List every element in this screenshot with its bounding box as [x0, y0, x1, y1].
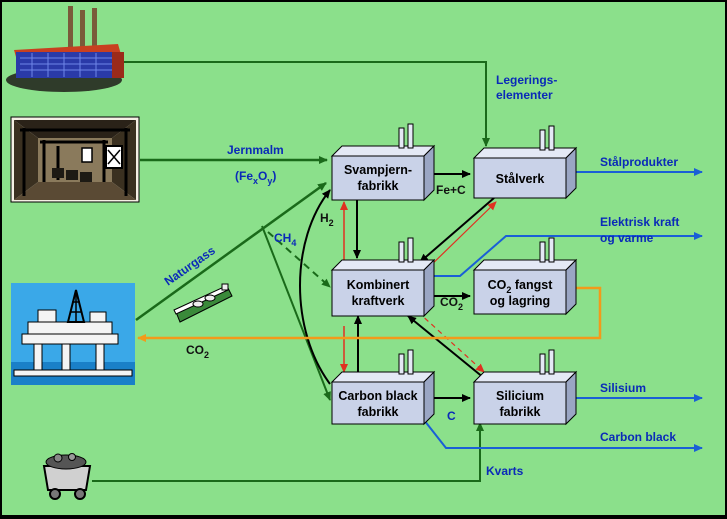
tanker-ship-icon [173, 283, 233, 323]
arrow-stalverk-kraftverk [419, 197, 495, 263]
arrow-ch4-carbon-black [261, 225, 331, 401]
arrow-co2-return [137, 286, 602, 342]
label-c: C [447, 409, 456, 423]
output-stalprodukter: Stålprodukter [600, 155, 678, 169]
mine-icon [10, 116, 140, 203]
box-carbon-black-line2: fabrikk [358, 405, 399, 419]
label-ch4: CH4 [274, 231, 296, 248]
box-svampjern-line1: Svampjern- [344, 163, 412, 177]
label-kvarts: Kvarts [486, 464, 524, 478]
arrow-natural-gas [135, 181, 327, 322]
box-carbon-black-fabrikk: Carbon black fabrikk [330, 349, 436, 426]
arrow-kraftverk-stalverk [423, 201, 497, 273]
box-carbon-black-line1: Carbon black [338, 389, 417, 403]
arrow-silicium-kraftverk [407, 315, 485, 379]
label-legerings-line1: Legerings- [496, 73, 557, 87]
arrow-kraftverk-silicium [417, 311, 485, 373]
arrow-output-carbon-black [423, 419, 703, 452]
arrow-alloying-elements [124, 61, 490, 147]
label-legerings-line2: elementer [496, 88, 553, 102]
arrow-quartz [92, 422, 484, 482]
box-silicium-fabrikk: Silicium fabrikk [472, 349, 578, 426]
box-silicium-line1: Silicium [496, 389, 544, 403]
box-co2-capture-storage: CO2 fangst og lagring [472, 237, 578, 316]
mine-cart-icon [42, 453, 92, 500]
box-svampjern-line2: fabrikk [358, 179, 399, 193]
box-kombinert-line1: Kombinert [347, 278, 410, 292]
output-elektrisk-line1: Elektrisk kraft [600, 215, 679, 229]
oil-platform-icon [11, 283, 135, 385]
arrow-output-power [434, 232, 703, 277]
label-co2-mid: CO2 [440, 295, 463, 312]
label-fe-c: Fe+C [436, 183, 466, 197]
output-silisium: Silisium [600, 381, 646, 395]
arrow-ch4-kraftverk [267, 231, 331, 288]
label-jernmalm: Jernmalm [227, 143, 284, 157]
box-stalverk: Stålverk [472, 125, 578, 200]
box-kombinert-kraftverk: Kombinert kraftverk [330, 237, 436, 318]
box-co2-line1: CO2 fangst [488, 278, 554, 295]
label-fexoy: (FexOy) [235, 169, 276, 186]
box-stalverk-line1: Stålverk [496, 172, 545, 186]
box-kombinert-line2: kraftverk [352, 294, 405, 308]
box-co2-line2: og lagring [490, 294, 550, 308]
box-silicium-line2: fabrikk [500, 405, 541, 419]
label-h2: H2 [320, 211, 334, 228]
arrow-h2-carbon-to-svampjern [299, 189, 331, 385]
box-svampjern-fabrikk: Svampjern- fabrikk [330, 123, 436, 202]
factory-icon [6, 6, 124, 92]
output-elektrisk-line2: og varme [600, 231, 654, 245]
output-carbon-black: Carbon black [600, 430, 676, 444]
label-co2-low: CO2 [186, 343, 209, 360]
